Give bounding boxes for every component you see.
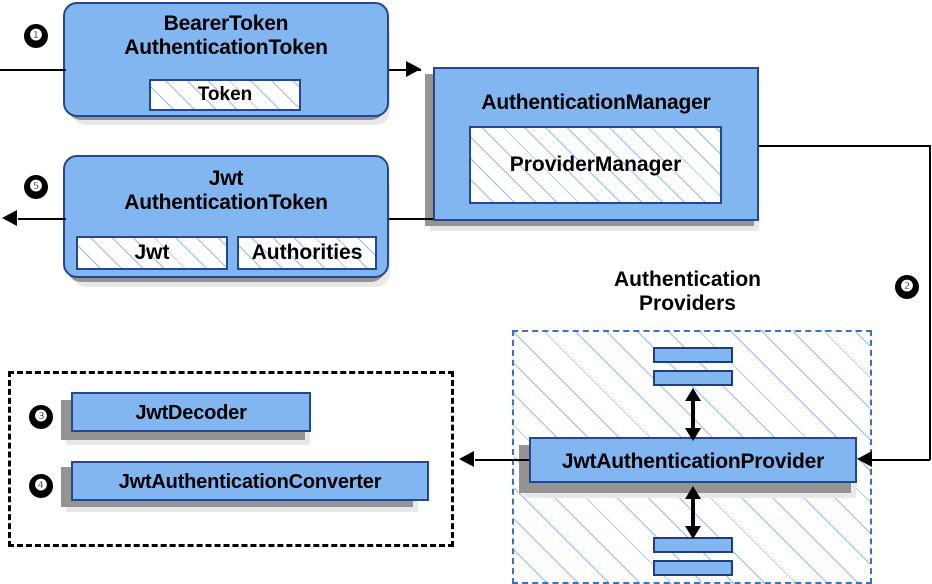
connector-provider-to-support <box>475 459 529 461</box>
connector-to-provider <box>872 459 930 461</box>
arrowhead-token-to-manager <box>406 61 421 77</box>
provider-manager-label: ProviderManager <box>509 153 682 176</box>
arrowhead-provider-to-support <box>459 451 474 467</box>
authentication-manager-inner-provider-manager[interactable]: ProviderManager <box>469 126 722 204</box>
authentication-providers-caption-line2: Providers <box>639 291 736 315</box>
jwt-token-title-line1: Jwt <box>208 167 244 190</box>
node-jwt-decoder[interactable]: JwtDecoder <box>71 392 311 432</box>
jwt-support-container <box>8 371 454 547</box>
provider-link-bottom-stem <box>691 492 695 534</box>
authentication-manager-title: AuthenticationManager <box>481 91 711 114</box>
jwt-converter-title: JwtAuthenticationConverter <box>118 471 382 493</box>
step-marker-3: ❸ <box>29 405 53 429</box>
provider-link-top-arrow-down <box>685 428 701 441</box>
connector-request-in <box>0 69 66 71</box>
step-marker-1: ❶ <box>24 24 48 48</box>
arrowhead-to-provider <box>857 451 872 467</box>
provider-link-bottom-arrow-down <box>685 526 701 539</box>
jwt-provider-title: JwtAuthenticationProvider <box>561 450 825 473</box>
provider-stub-bottom-1[interactable] <box>653 537 733 553</box>
jwt-token-title: Jwt AuthenticationToken <box>65 167 387 214</box>
connector-jwt-token-out <box>18 218 66 220</box>
jwt-token-inner-jwt-label: Jwt <box>134 241 170 264</box>
authentication-providers-caption: Authentication Providers <box>560 268 815 315</box>
connector-manager-right <box>759 145 930 147</box>
node-jwt-authentication-provider[interactable]: JwtAuthenticationProvider <box>529 437 857 483</box>
arrowhead-response-out <box>2 210 17 226</box>
provider-link-top-stem <box>691 394 695 436</box>
connector-token-to-manager <box>389 69 421 71</box>
step-marker-4: ❹ <box>29 474 53 498</box>
jwt-token-inner-authorities[interactable]: Authorities <box>237 236 377 270</box>
node-jwt-authentication-converter[interactable]: JwtAuthenticationConverter <box>71 461 429 501</box>
jwt-token-inner-authorities-label: Authorities <box>251 241 363 264</box>
authentication-providers-caption-line1: Authentication <box>614 268 761 291</box>
provider-link-bottom-arrow-up <box>685 486 701 499</box>
jwt-decoder-title: JwtDecoder <box>135 402 247 424</box>
connector-manager-down <box>929 145 931 460</box>
bearer-token-title-line2: AuthenticationToken <box>124 35 328 59</box>
bearer-token-title-line1: BearerToken <box>163 12 289 35</box>
provider-link-top-arrow-up <box>685 388 701 401</box>
jwt-token-title-line2: AuthenticationToken <box>124 190 328 214</box>
step-marker-5: ❺ <box>24 175 48 199</box>
provider-stub-top-2[interactable] <box>653 370 733 386</box>
provider-stub-top-1[interactable] <box>653 347 733 363</box>
jwt-token-inner-jwt[interactable]: Jwt <box>76 236 228 270</box>
provider-stub-bottom-2[interactable] <box>653 560 733 576</box>
bearer-token-title: BearerToken AuthenticationToken <box>65 12 387 59</box>
bearer-token-inner-token-label: Token <box>197 84 253 105</box>
step-marker-2: ❷ <box>895 275 919 299</box>
bearer-token-inner-token[interactable]: Token <box>149 79 301 111</box>
connector-manager-to-jwt-token <box>389 218 433 220</box>
